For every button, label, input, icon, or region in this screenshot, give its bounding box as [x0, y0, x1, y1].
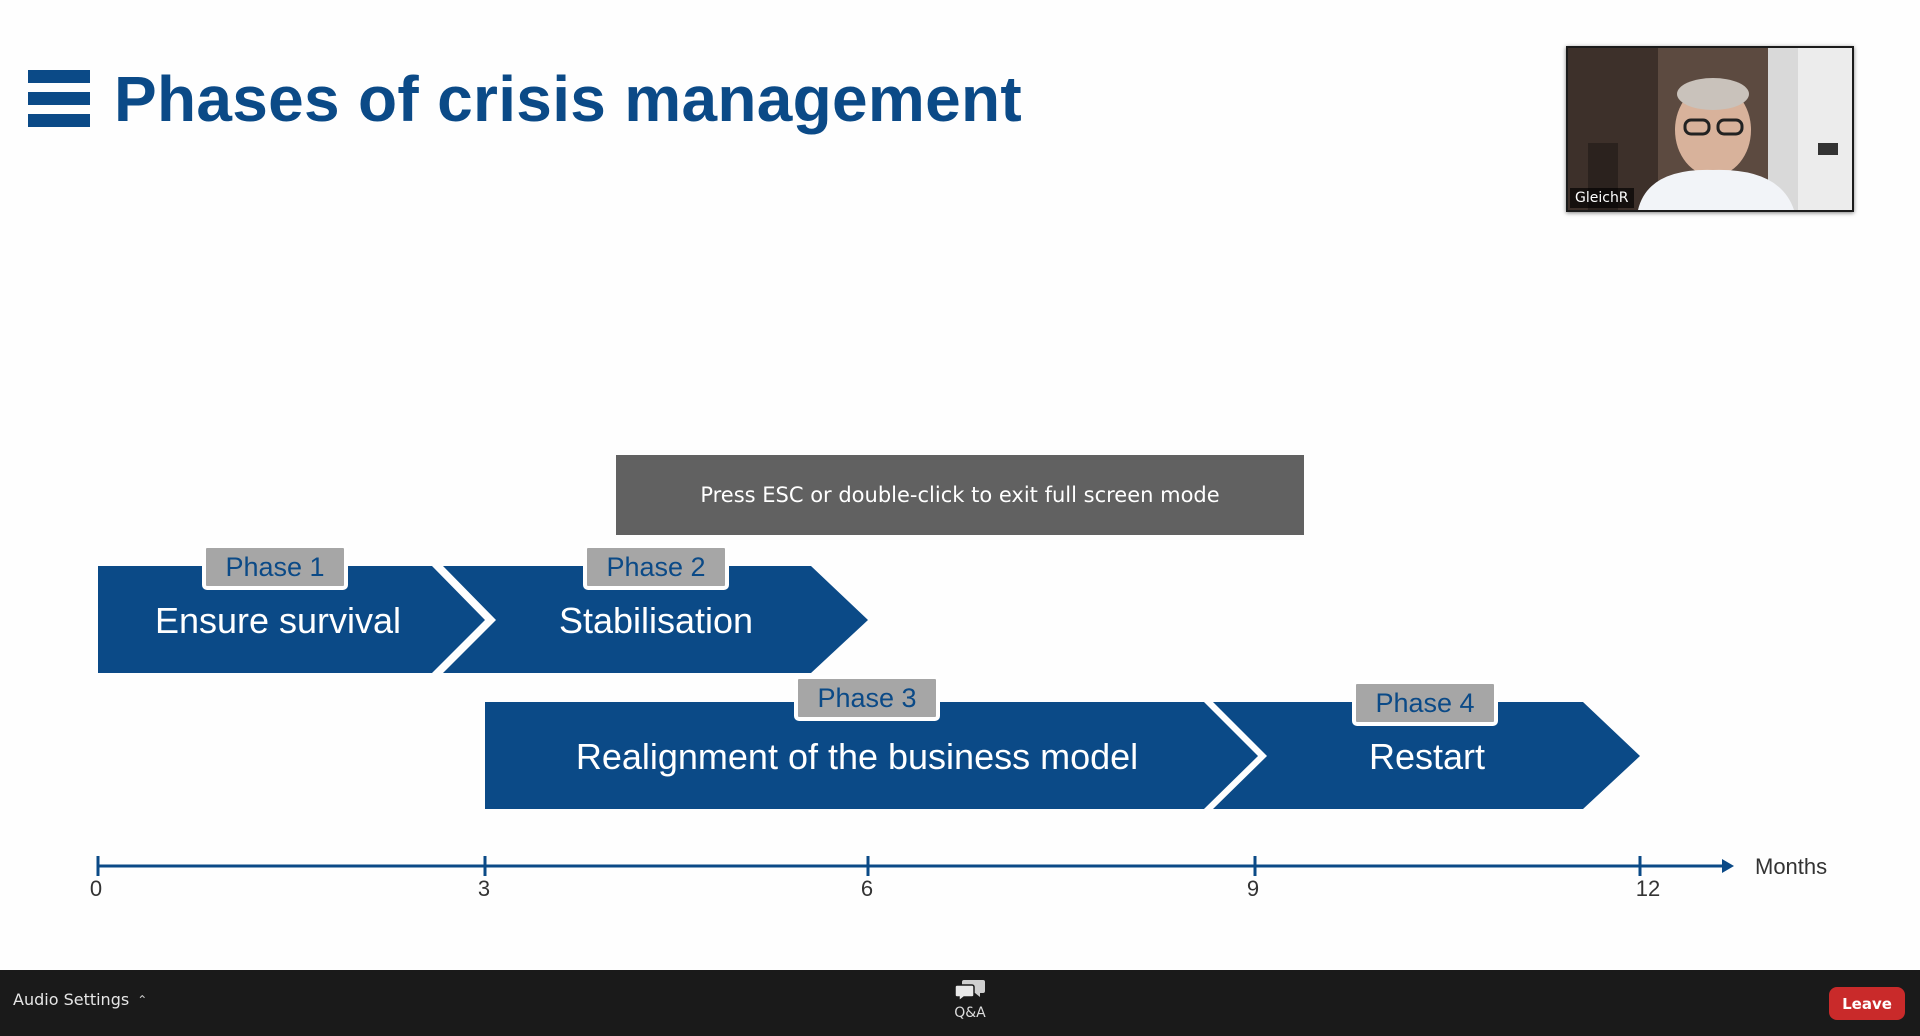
meeting-toolbar: Audio Settings ⌃ Q&A Leave [0, 970, 1920, 1036]
phase-2-arrow [443, 566, 868, 673]
tick-label-6: 6 [861, 876, 873, 901]
phase-2-name: Stabilisation [559, 600, 753, 641]
phase-3-tag: Phase 3 [794, 675, 940, 721]
fullscreen-exit-toast: Press ESC or double-click to exit full s… [616, 455, 1304, 535]
phase-1-arrow [98, 566, 485, 673]
chevron-up-icon: ⌃ [137, 992, 148, 1007]
phase-1-tag: Phase 1 [202, 544, 348, 590]
phases-diagram: Ensure survival Stabilisation Realignmen… [90, 544, 1827, 901]
phase-4-label: Phase 4 [1375, 688, 1474, 718]
participant-video-image [1568, 48, 1852, 210]
participant-name: GleichR [1570, 188, 1634, 208]
chat-bubbles-icon [954, 980, 985, 1002]
timeline-arrowhead [1722, 859, 1734, 873]
tick-label-3: 3 [478, 876, 490, 901]
phase-3-label: Phase 3 [817, 683, 916, 713]
phase-2-tag: Phase 2 [583, 544, 729, 590]
phase-1-label: Phase 1 [225, 552, 324, 582]
phase-2-label: Phase 2 [606, 552, 705, 582]
qa-label: Q&A [954, 1005, 986, 1021]
leave-button[interactable]: Leave [1829, 987, 1905, 1020]
tick-label-12: 12 [1636, 876, 1660, 901]
phase-4-tag: Phase 4 [1352, 680, 1498, 726]
audio-settings-button[interactable]: Audio Settings ⌃ [13, 990, 147, 1009]
presentation-slide: Phases of crisis management Ensure survi… [28, 46, 1854, 901]
phase-3-name: Realignment of the business model [576, 736, 1138, 777]
audio-settings-label: Audio Settings [13, 990, 130, 1009]
phase-4-name: Restart [1369, 736, 1485, 777]
phase-3-arrow [485, 702, 1258, 809]
slide-title: Phases of crisis management [114, 63, 1023, 135]
qa-button[interactable]: Q&A [940, 978, 1000, 1021]
phase-1-name: Ensure survival [155, 600, 401, 641]
tick-label-9: 9 [1247, 876, 1259, 901]
tick-label-0: 0 [90, 876, 102, 901]
axis-unit-label: Months [1755, 854, 1827, 879]
phase-4-arrow [1213, 702, 1640, 809]
participant-video-thumbnail[interactable]: GleichR [1566, 46, 1854, 212]
menu-bars-icon [28, 70, 90, 128]
